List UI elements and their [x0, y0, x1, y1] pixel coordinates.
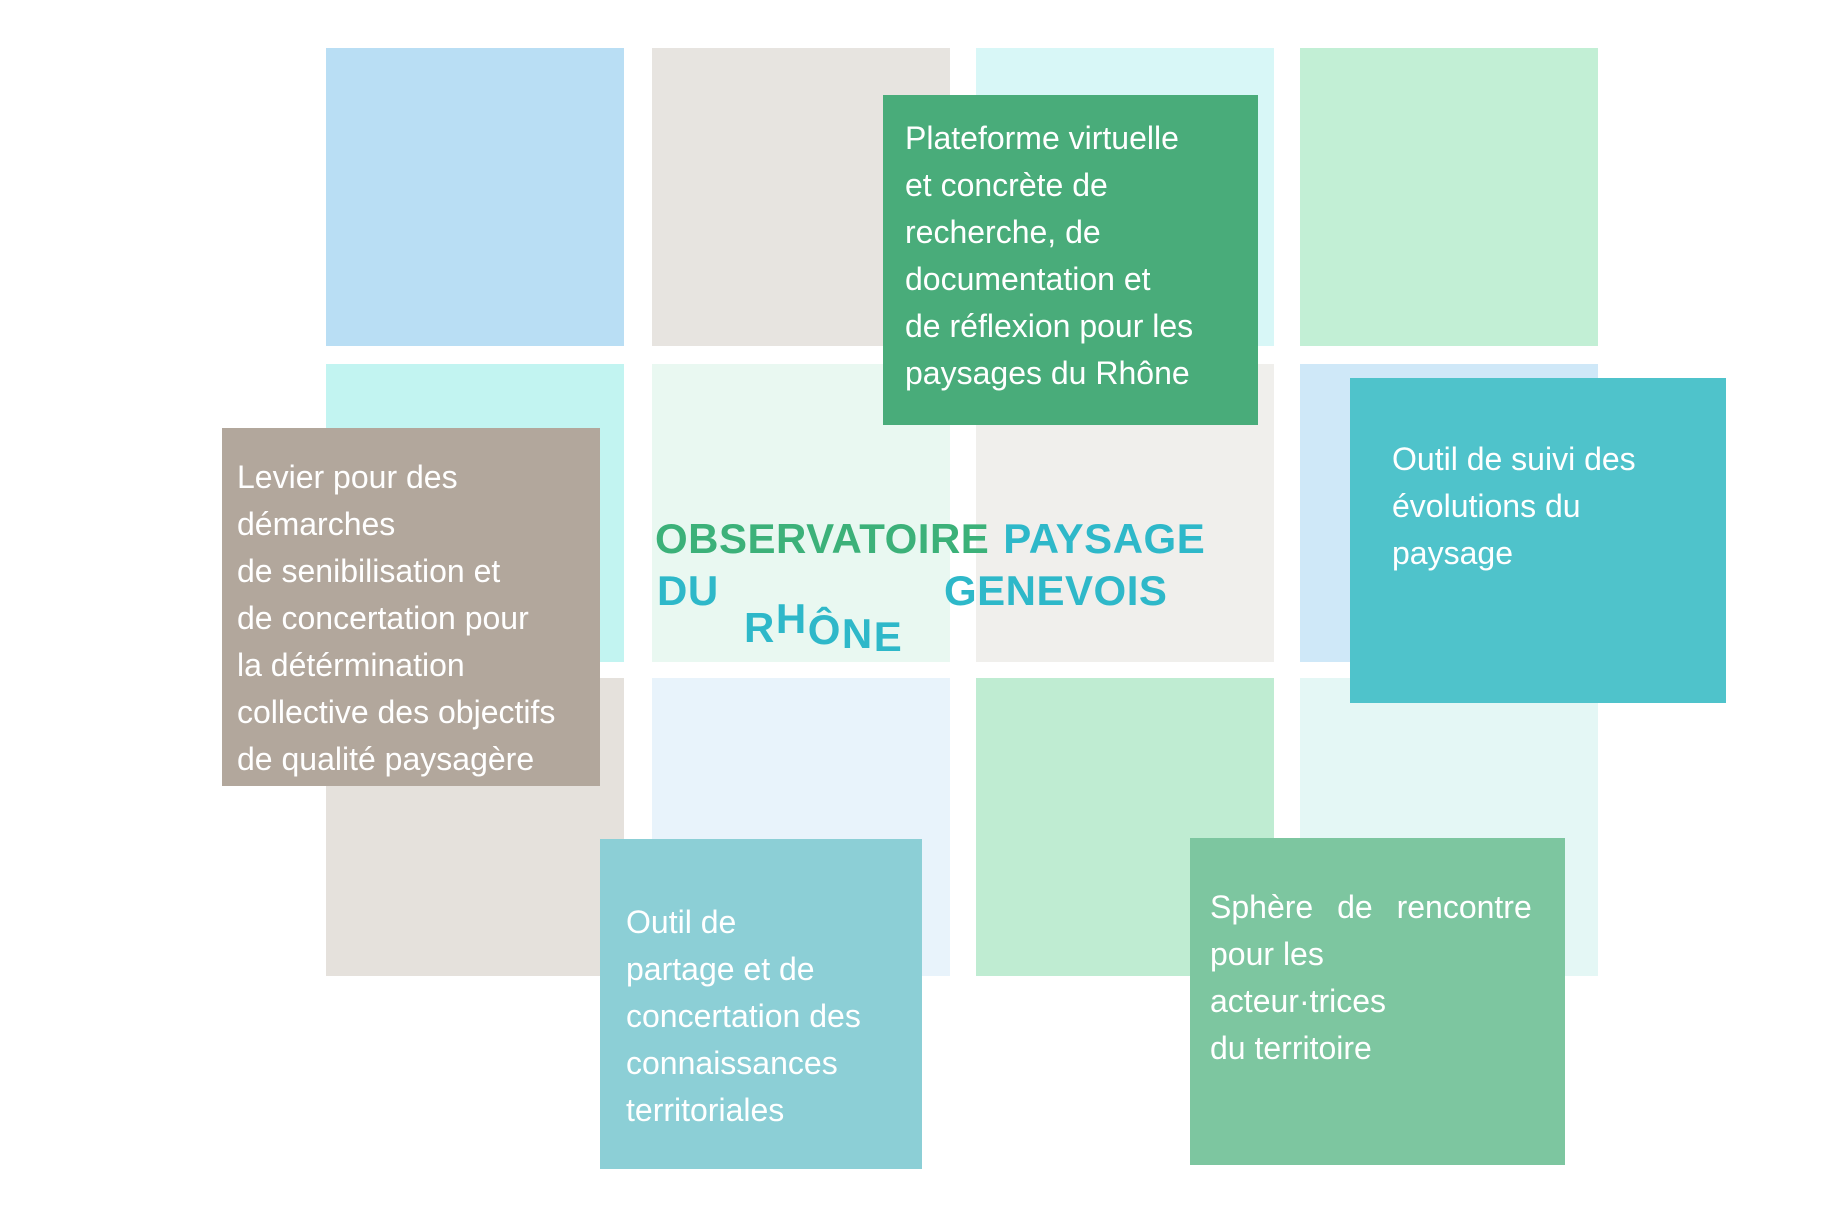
logo-arc-letter: N	[841, 610, 874, 657]
text-line: et concrète de	[905, 167, 1108, 203]
text-line: pour les	[1210, 936, 1324, 972]
text-line: connaissances	[626, 1045, 838, 1081]
callout-levier-demarches: Levier pour des démarches de senibilisatio…	[222, 428, 600, 786]
text-line: paysages du Rhône	[905, 355, 1190, 391]
text-line: concertation des	[626, 998, 861, 1034]
callout-outil-suivi: Outil de suivi des évolutions du paysage	[1350, 378, 1726, 703]
logo-word-du: DU	[657, 567, 719, 614]
text-line: Sphère de rencontre	[1210, 889, 1532, 925]
text-line: de senibilisation et	[237, 553, 501, 589]
text-line: de réflexion pour les	[905, 308, 1194, 344]
text-line: recherche, de	[905, 214, 1101, 250]
text-line: Outil de suivi des	[1392, 441, 1636, 477]
logo-word-genevois: GENEVOIS	[944, 567, 1168, 614]
text-line: documentation et	[905, 261, 1151, 297]
text-line: Outil de	[626, 904, 737, 940]
text-line: collective des objectifs	[237, 694, 556, 730]
logo-word-rhone-arc: RHÔNE	[744, 570, 903, 658]
logo-arc-letter: H	[775, 595, 808, 642]
callout-plateforme-virtuelle: Plateforme virtuelle et concrète de recher…	[883, 95, 1258, 425]
text-line: de concertation pour	[237, 600, 529, 636]
text-line: du territoire	[1210, 1030, 1372, 1066]
logo-word-paysage: PAYSAGE	[1003, 515, 1206, 562]
logo-arc-letter: R	[744, 604, 776, 651]
text-line: Levier pour des	[237, 459, 458, 495]
logo-line1: OBSERVATOIRE PAYSAGE	[655, 518, 1205, 560]
tile-mint	[1300, 48, 1598, 346]
logo-arc-letter: Ô	[807, 606, 842, 653]
logo-word-observatoire: OBSERVATOIRE	[655, 515, 990, 562]
text-line: de qualité paysagère	[237, 741, 535, 777]
text-line: la détérmination	[237, 647, 465, 683]
text-line: paysage	[1392, 535, 1513, 571]
callout-sphere-rencontre: Sphère de rencontre pour les acteur·trices…	[1190, 838, 1565, 1165]
text-line: évolutions du	[1392, 488, 1581, 524]
callout-outil-partage: Outil de partage et de concertation des con…	[600, 839, 922, 1169]
text-line: acteur·trices	[1210, 983, 1387, 1019]
text-line: partage et de	[626, 951, 815, 987]
text-line: Plateforme virtuelle	[905, 120, 1179, 156]
text-line: territoriales	[626, 1092, 785, 1128]
logo-arc-letter: E	[873, 613, 904, 660]
text-line: démarches	[237, 506, 396, 542]
tile-blue-light	[326, 48, 624, 346]
